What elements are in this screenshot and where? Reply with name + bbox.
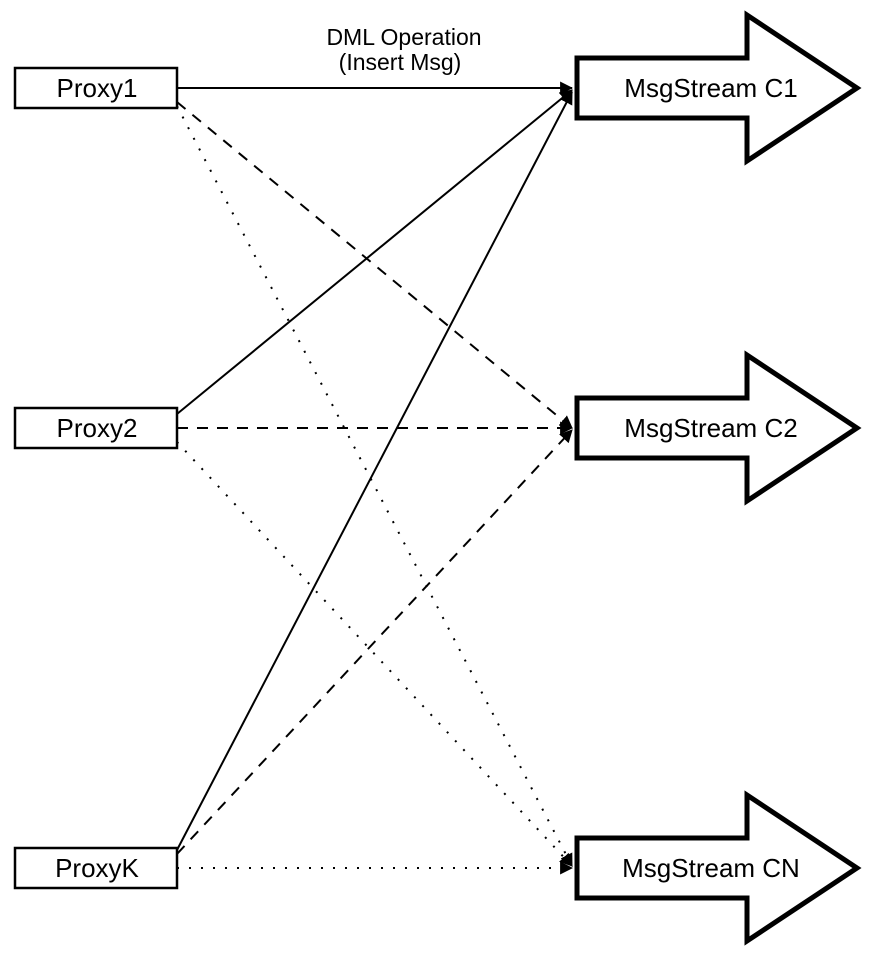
proxy2-label: Proxy2 [57,413,138,443]
edge-proxy1-to-msgstream-cn [176,105,573,867]
msgstream-c1-label: MsgStream C1 [624,73,797,103]
dml-operation-label-line2: (Insert Msg) [339,49,462,75]
msgstream-c1-arrow [574,10,862,166]
proxy1-box [13,66,179,110]
msgstream-cn-arrow [574,790,862,946]
edge-proxy2-to-msgstream-cn [176,441,573,867]
proxyk-label: ProxyK [55,853,139,883]
edge-proxyk-to-msgstream-c1 [176,91,573,851]
edge-proxy1-to-msgstream-c2 [176,101,573,429]
proxyk-box [13,846,179,890]
dml-operation-label-line1: DML Operation [326,24,481,50]
edge-proxyk-to-msgstream-c2 [176,429,573,855]
edge-proxy2-to-msgstream-c1 [176,89,573,415]
proxy2-box [13,406,179,450]
msgstream-c2-label: MsgStream C2 [624,413,797,443]
msgstream-cn-label: MsgStream CN [622,853,800,883]
proxy1-label: Proxy1 [57,73,138,103]
msgstream-c2-arrow [574,350,862,506]
